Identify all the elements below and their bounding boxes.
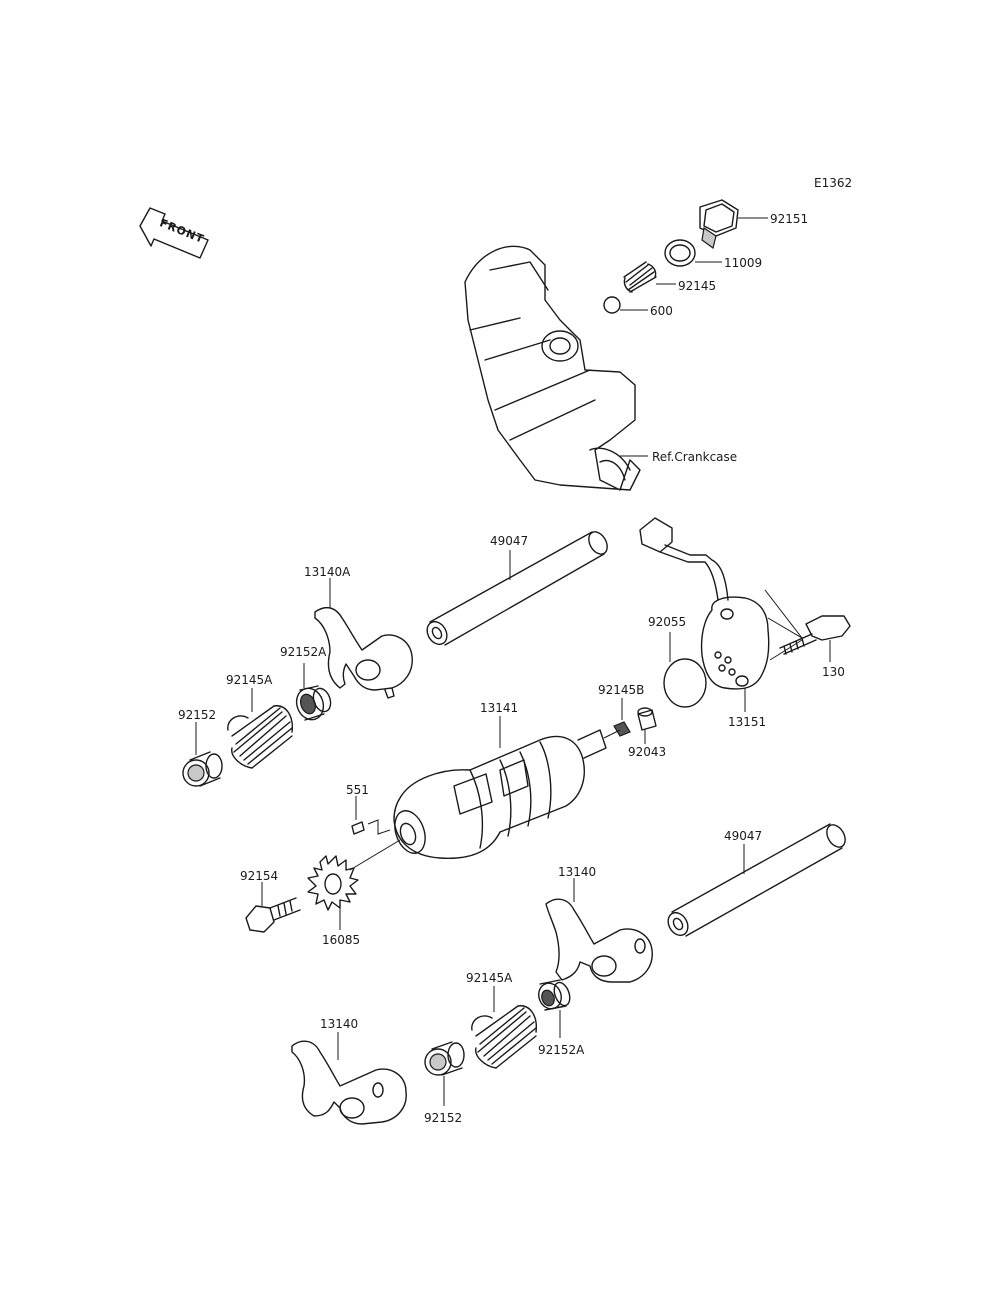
- front-arrow-icon: FRONT: [139, 207, 209, 259]
- bushing-92152A-top: [295, 685, 332, 721]
- label-92152-bottom: 92152: [424, 1111, 462, 1125]
- bolt-130: [779, 615, 851, 655]
- gear-16085: [307, 855, 359, 911]
- diagram-id: E1362: [814, 176, 852, 190]
- spring-92145A-bottom: [471, 1005, 537, 1069]
- shift-fork-13140-bottom: [291, 1040, 407, 1125]
- bushing-92152A-bottom: [538, 979, 571, 1011]
- ball-600: [603, 296, 621, 314]
- shift-drum-13141: [393, 729, 607, 859]
- spring-92145: [623, 261, 657, 293]
- label-600: 600: [650, 304, 673, 318]
- label-92152-left: 92152: [178, 708, 216, 722]
- label-92154: 92154: [240, 869, 278, 883]
- label-13140A: 13140A: [304, 565, 351, 579]
- bolt-92154: [245, 897, 301, 933]
- shaft-49047-bottom: [667, 823, 846, 937]
- collar-92152-bottom: [424, 1041, 465, 1076]
- label-13151: 13151: [728, 715, 766, 729]
- label-92152A-top: 92152A: [280, 645, 327, 659]
- label-49047-top: 49047: [490, 534, 528, 548]
- label-92043: 92043: [628, 745, 666, 759]
- shaft-49047-top: [426, 531, 608, 646]
- front-label: FRONT: [158, 216, 206, 246]
- label-92145B: 92145B: [598, 683, 644, 697]
- crankcase-ref-drawing: [464, 245, 641, 491]
- label-11009: 11009: [724, 256, 762, 270]
- label-92145A-top: 92145A: [226, 673, 273, 687]
- gasket-11009: [664, 239, 696, 267]
- label-92145-top: 92145: [678, 279, 716, 293]
- pin-551: [351, 819, 391, 835]
- spring-92145A-top: [227, 705, 293, 769]
- label-13140-mid: 13140: [558, 865, 596, 879]
- label-92055: 92055: [648, 615, 686, 629]
- shift-fork-13140A: [314, 606, 413, 699]
- shift-fork-13140-mid: [545, 898, 653, 983]
- sensor-13151: [639, 517, 770, 690]
- label-92151: 92151: [770, 212, 808, 226]
- collar-92152-left: [182, 751, 223, 787]
- o-ring-92055: [663, 658, 707, 708]
- label-130: 130: [822, 665, 845, 679]
- label-92152A-bottom: 92152A: [538, 1043, 585, 1057]
- ref-crankcase-label: Ref.Crankcase: [652, 450, 737, 464]
- label-49047-bottom: 49047: [724, 829, 762, 843]
- label-16085: 16085: [322, 933, 360, 947]
- label-551: 551: [346, 783, 369, 797]
- spring-92145B: [613, 721, 631, 737]
- label-13140-bottom: 13140: [320, 1017, 358, 1031]
- label-92145A-bottom: 92145A: [466, 971, 513, 985]
- label-13141: 13141: [480, 701, 518, 715]
- pin-92043: [637, 707, 657, 731]
- plug-bolt-92151: [699, 199, 739, 250]
